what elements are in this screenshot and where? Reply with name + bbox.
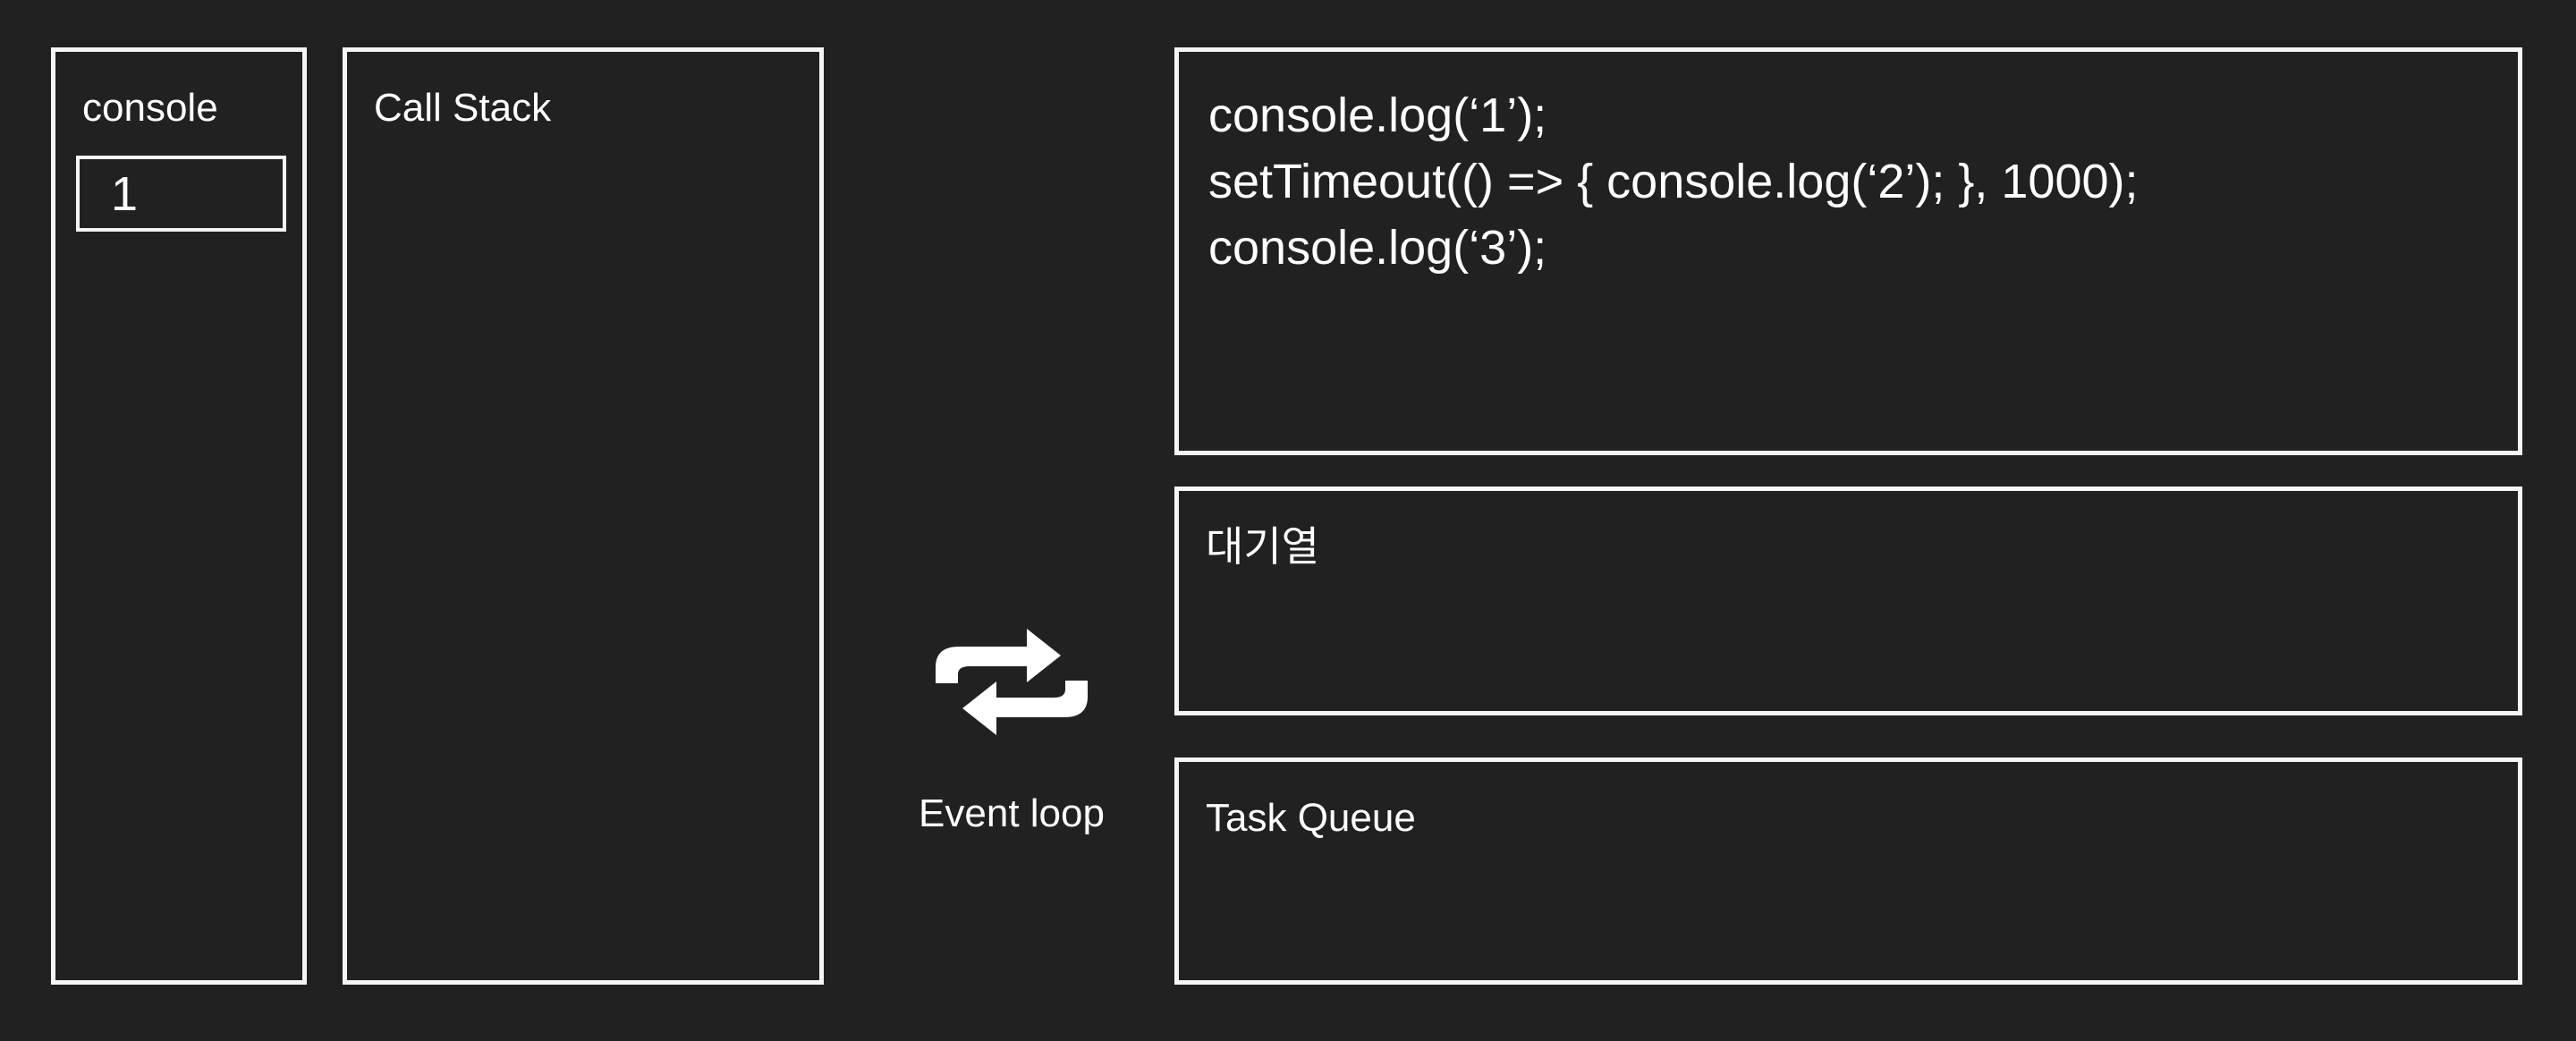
event-loop-label: Event loop	[919, 791, 1105, 835]
code-snippet: console.log(‘1’); setTimeout(() => { con…	[1179, 52, 2518, 281]
call-stack-panel: Call Stack	[343, 47, 824, 985]
waiting-queue-panel: 대기열	[1174, 487, 2522, 715]
console-panel: console 1	[51, 47, 307, 985]
repeat-icon	[936, 629, 1088, 735]
code-snippet-panel: console.log(‘1’); setTimeout(() => { con…	[1174, 47, 2522, 455]
console-panel-title: console	[82, 86, 218, 130]
console-output-box: 1	[76, 156, 286, 232]
code-line: setTimeout(() => { console.log(‘2’); }, …	[1208, 155, 2139, 208]
task-queue-title: Task Queue	[1206, 796, 1416, 840]
event-loop-group: Event loop	[919, 628, 1105, 836]
console-output-value: 1	[111, 166, 139, 221]
code-line: console.log(‘3’);	[1208, 221, 1547, 275]
call-stack-title: Call Stack	[374, 86, 552, 130]
waiting-queue-title: 대기열	[1206, 523, 1319, 570]
task-queue-panel: Task Queue	[1174, 757, 2522, 985]
code-line: console.log(‘1’);	[1208, 89, 1547, 142]
